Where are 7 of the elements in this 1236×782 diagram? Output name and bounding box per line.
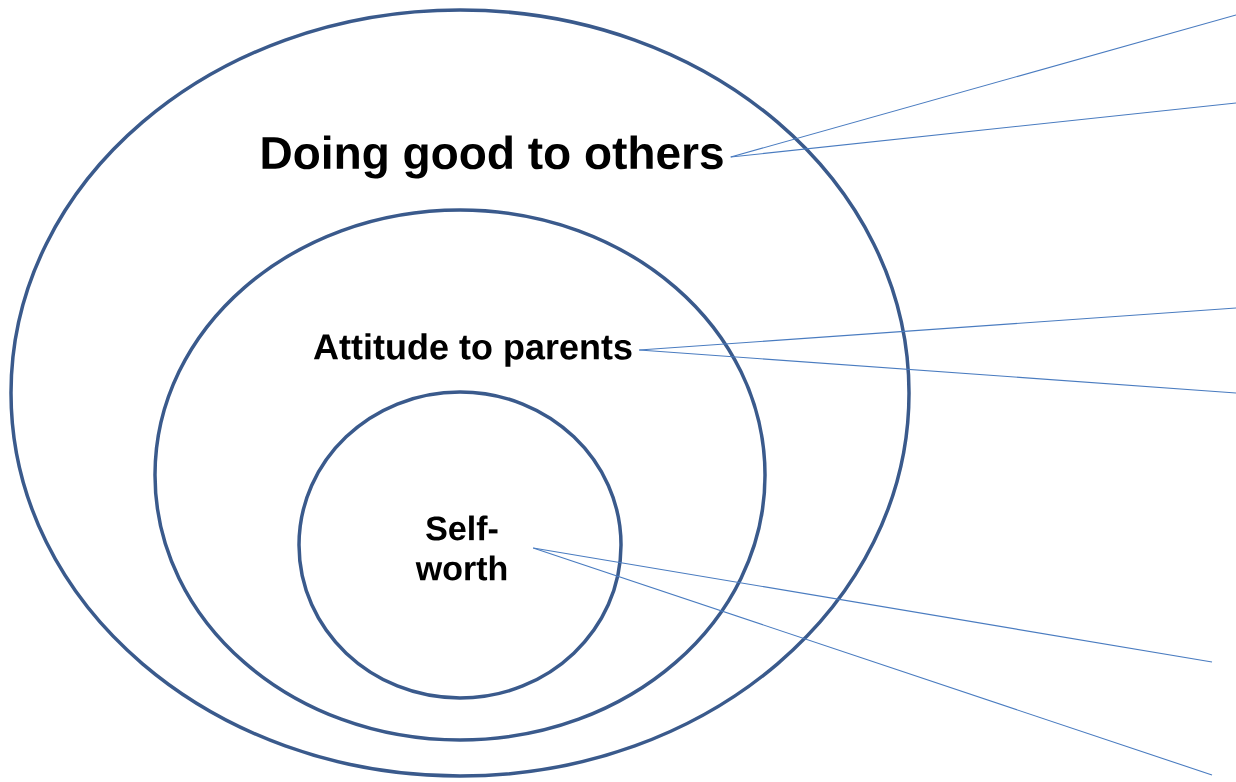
leader-line (730, 102, 1236, 158)
ring-label: Attitude to parents (313, 333, 632, 367)
ring-label: Doing good to others (262, 135, 723, 179)
leader-line (638, 349, 1236, 394)
leader-line (532, 547, 1213, 776)
leader-line (638, 307, 1236, 351)
ring-label: Self-worth (415, 515, 507, 581)
